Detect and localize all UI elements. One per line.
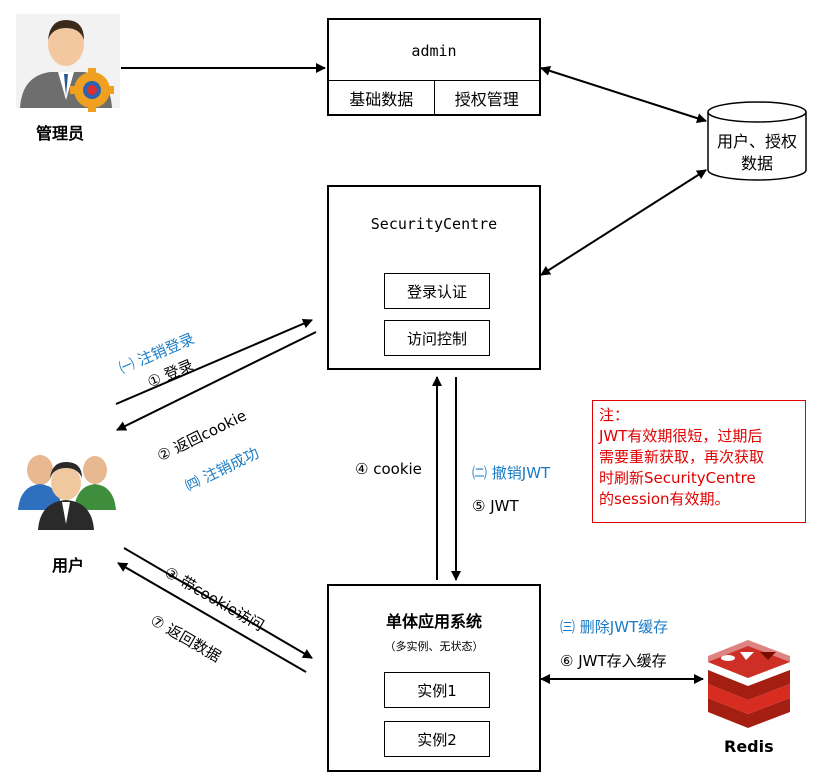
security-centre-title: SecurityCentre <box>370 215 498 233</box>
login-auth-module[interactable]: 登录认证 <box>384 273 490 309</box>
flow-delete-cache: ㈢ 删除JWT缓存 <box>560 618 669 636</box>
instance-1[interactable]: 实例1 <box>384 672 490 708</box>
flow-cookie: ④ cookie <box>355 460 422 478</box>
arrow-admin-db <box>540 65 707 124</box>
instance-2[interactable]: 实例2 <box>384 721 490 757</box>
database-label-line2: 数据 <box>740 154 773 173</box>
note-box: 注： JWT有效期很短，过期后 需要重新获取，再次获取 时刷新SecurityC… <box>592 400 806 523</box>
arrow-return-cookie <box>116 331 317 431</box>
monolith-title: 单体应用系统 <box>385 612 482 631</box>
admin-module-basic-data[interactable]: 基础数据 <box>329 81 435 114</box>
database-icon <box>707 101 807 181</box>
note-line-4: 的session有效期。 <box>599 490 730 508</box>
arrow-login <box>115 318 313 405</box>
redis-label: Redis <box>724 737 774 756</box>
arrow-return-data <box>117 562 307 673</box>
note-line-1: JWT有效期很短，过期后 <box>599 427 763 445</box>
security-centre-box[interactable]: SecurityCentre 登录认证 访问控制 <box>327 185 541 370</box>
note-line-2: 需要重新获取，再次获取 <box>599 448 765 466</box>
arrow-with-cookie <box>123 547 313 659</box>
monolith-box[interactable]: 单体应用系统 （多实例、无状态） 实例1 实例2 <box>327 584 541 772</box>
database-label-line1: 用户、授权 <box>716 132 797 151</box>
admin-module-authorization[interactable]: 授权管理 <box>454 89 519 109</box>
note-line-3: 时刷新SecurityCentre <box>599 469 756 487</box>
admin-person-icon <box>16 14 120 112</box>
user-person-label: 用户 <box>52 556 85 575</box>
flow-store-cache: ⑥ JWT存入缓存 <box>560 652 667 670</box>
monolith-subtitle: （多实例、无状态） <box>384 640 484 653</box>
users-icon <box>18 455 116 530</box>
access-control-module[interactable]: 访问控制 <box>384 320 490 356</box>
admin-box[interactable]: admin 基础数据 授权管理 <box>327 18 541 116</box>
admin-person-label: 管理员 <box>36 124 85 143</box>
redis-logo-icon <box>708 640 790 728</box>
admin-box-title: admin <box>411 42 457 60</box>
arrow-security-db <box>540 169 707 276</box>
flow-revoke-jwt: ㈡ 撤销JWT <box>472 464 551 482</box>
flow-jwt: ⑤ JWT <box>472 497 519 515</box>
note-heading: 注： <box>599 406 630 424</box>
